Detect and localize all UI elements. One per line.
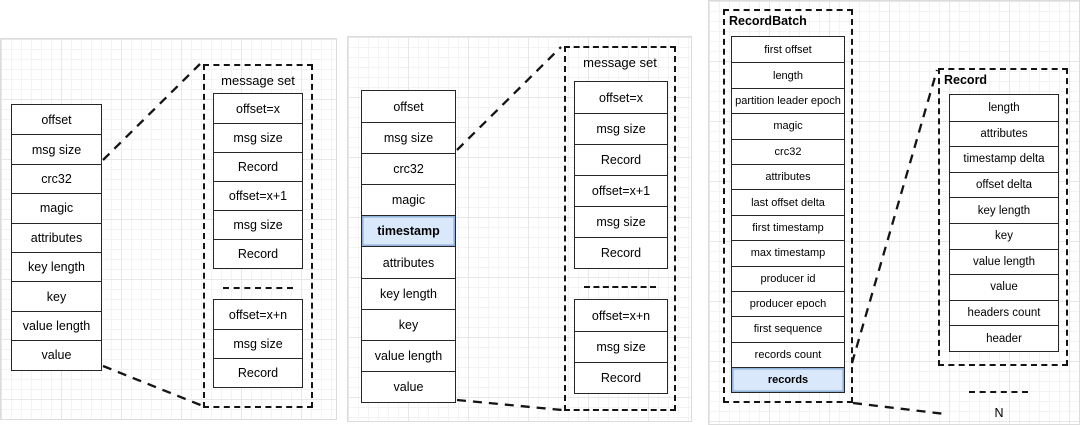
panel-message-format-v1: offset msg size crc32 magic timestamp at… <box>347 36 692 422</box>
field-row: timestamp delta <box>950 146 1058 172</box>
field-row: key length <box>950 197 1058 223</box>
field-row: Record <box>575 144 667 175</box>
record-fields: length attributes timestamp delta offset… <box>949 94 1059 352</box>
field-row: offset=x+1 <box>214 181 302 210</box>
message-set-title: message set <box>583 55 657 70</box>
repeat-count-label: N <box>994 406 1004 420</box>
message-set-group: offset=x msg size Record offset=x+1 msg … <box>213 93 303 269</box>
field-row: key <box>12 281 101 311</box>
field-row: crc32 <box>362 153 455 185</box>
ellipsis-divider <box>969 391 1028 393</box>
field-row: Record <box>575 237 667 268</box>
field-row: msg size <box>575 331 667 362</box>
record-batch-title: RecordBatch <box>729 14 807 28</box>
field-row: msg size <box>575 206 667 237</box>
message-set-box: message set <box>203 64 313 408</box>
field-row: first sequence <box>732 316 844 342</box>
field-row: crc32 <box>732 138 844 164</box>
field-row: key <box>362 308 455 340</box>
message-fields-column: offset msg size crc32 magic attributes k… <box>11 104 102 371</box>
field-row: length <box>732 62 844 88</box>
field-row: Record <box>575 362 667 393</box>
field-row: msg size <box>362 122 455 154</box>
message-set-group: offset=x msg size Record offset=x+1 msg … <box>574 81 668 269</box>
message-set-title: message set <box>221 73 295 88</box>
field-row: value length <box>12 310 101 341</box>
message-set-box: message set <box>564 46 676 411</box>
ellipsis-divider <box>223 287 293 289</box>
field-row: last offset delta <box>732 189 844 215</box>
field-row: value <box>950 274 1058 300</box>
field-row: headers count <box>950 299 1058 326</box>
message-set-group: offset=x+n msg size Record <box>574 299 668 394</box>
field-row: attributes <box>950 120 1058 147</box>
field-row: msg size <box>575 113 667 144</box>
field-row: producer epoch <box>732 290 844 317</box>
field-row: first timestamp <box>732 214 844 241</box>
record-batch-fields: first offset length partition leader epo… <box>731 36 845 394</box>
field-row: records count <box>732 341 844 368</box>
field-row: Record <box>214 152 302 181</box>
field-row: attributes <box>12 222 101 252</box>
field-row: attributes <box>732 163 844 190</box>
field-row: value length <box>362 339 455 371</box>
field-row: offset delta <box>950 171 1058 198</box>
field-row: magic <box>362 184 455 216</box>
field-row: value length <box>950 248 1058 275</box>
ellipsis-divider <box>584 286 656 288</box>
field-row: crc32 <box>12 163 101 194</box>
field-row: attributes <box>362 246 455 278</box>
field-row: max timestamp <box>732 240 844 266</box>
field-row: offset=x <box>214 94 302 123</box>
field-row: offset <box>362 91 455 123</box>
field-row: magic <box>732 113 844 139</box>
field-row: Record <box>214 358 302 387</box>
field-row: length <box>950 95 1058 121</box>
field-row: producer id <box>732 265 844 291</box>
field-row: key <box>950 222 1058 249</box>
field-row: offset=x+n <box>575 300 667 331</box>
field-row: offset=x+1 <box>575 175 667 206</box>
field-row: value <box>12 340 101 370</box>
field-row: msg size <box>214 123 302 152</box>
field-row: msg size <box>214 210 302 239</box>
field-row: key length <box>362 277 455 309</box>
panel-message-format-v0: offset msg size crc32 magic attributes k… <box>0 38 337 420</box>
field-row: offset <box>12 105 101 135</box>
field-row: msg size <box>214 329 302 358</box>
field-row: header <box>950 325 1058 351</box>
field-row-highlighted: records <box>732 367 844 393</box>
message-set-group: offset=x+n msg size Record <box>213 299 303 388</box>
field-row-highlighted: timestamp <box>362 215 455 247</box>
field-row: value <box>362 370 455 402</box>
field-row: key length <box>12 251 101 282</box>
field-row: offset=x+n <box>214 300 302 329</box>
field-row: partition leader epoch <box>732 87 844 114</box>
field-row: offset=x <box>575 82 667 113</box>
record-title: Record <box>944 73 988 87</box>
field-row: msg size <box>12 134 101 164</box>
panel-message-format-v2: RecordBatch first offset length partitio… <box>708 0 1080 425</box>
record-box: Record <box>938 68 1068 366</box>
field-row: magic <box>12 193 101 223</box>
field-row: first offset <box>732 37 844 63</box>
message-fields-column: offset msg size crc32 magic timestamp at… <box>361 90 456 403</box>
field-row: Record <box>214 239 302 268</box>
